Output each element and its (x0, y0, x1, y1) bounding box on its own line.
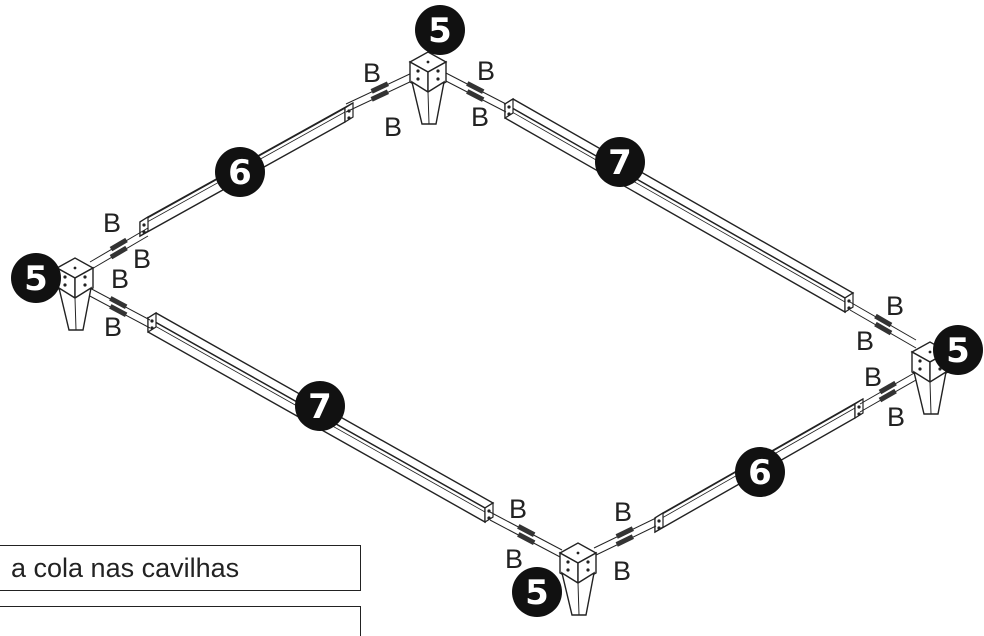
caption-text: a cola nas cavilhas (11, 553, 240, 583)
dowels-layer (85, 71, 917, 559)
dowel-right-upper (849, 301, 917, 349)
dowel-label-b: B (104, 312, 122, 342)
callout-rail-6-top: 6 (215, 147, 265, 197)
dowel-label-b: B (614, 497, 632, 527)
callout-rail-7-bottom-number: 7 (308, 387, 332, 427)
dowel-left-upper (89, 227, 149, 271)
caption-box-lower (0, 606, 361, 636)
dowel-top-left (345, 71, 415, 113)
callout-leg-left: 5 (11, 253, 61, 303)
dowel-top-right (443, 71, 507, 113)
dowel-label-b: B (363, 58, 381, 88)
dowel-label-b: B (103, 208, 121, 238)
callout-leg-right: 5 (933, 325, 983, 375)
callout-rail-6-top-number: 6 (228, 153, 252, 193)
dowel-label-b: B (856, 326, 874, 356)
dowel-right-lower (859, 371, 917, 413)
rail-7-top (503, 97, 855, 314)
caption-box: a cola nas cavilhas (0, 545, 361, 591)
callouts-layer: 5 5 5 5 6 6 7 7 (11, 5, 983, 617)
callout-leg-top-number: 5 (428, 11, 452, 51)
dowel-label-b: B (505, 544, 523, 574)
leg-top (408, 51, 448, 125)
dowel-label-b: B (384, 112, 402, 142)
callout-leg-bottom-number: 5 (525, 573, 549, 613)
dowel-label-b: B (887, 402, 905, 432)
dowel-label-b: B (471, 102, 489, 132)
callout-rail-6-bottom: 6 (735, 447, 785, 497)
leg-left (55, 257, 95, 331)
dowel-label-b: B (886, 291, 904, 321)
dowel-label-b: B (133, 244, 151, 274)
callout-rail-6-bottom-number: 6 (748, 453, 772, 493)
callout-rail-7-top-number: 7 (608, 143, 632, 183)
dowel-left-lower (85, 285, 151, 329)
dowel-bottom-left (489, 511, 563, 559)
dowel-label-b: B (864, 362, 882, 392)
dowel-bottom-right (593, 517, 657, 557)
dowel-label-b: B (477, 56, 495, 86)
callout-leg-left-number: 5 (24, 259, 48, 299)
leg-bottom (558, 542, 598, 616)
callout-leg-top: 5 (415, 5, 465, 55)
callout-leg-right-number: 5 (946, 331, 970, 371)
dowel-label-b: B (613, 556, 631, 586)
dowel-label-b: B (111, 264, 129, 294)
dowel-label-b: B (509, 494, 527, 524)
callout-rail-7-top: 7 (595, 137, 645, 187)
callout-leg-bottom: 5 (512, 567, 562, 617)
callout-rail-7-bottom: 7 (295, 381, 345, 431)
